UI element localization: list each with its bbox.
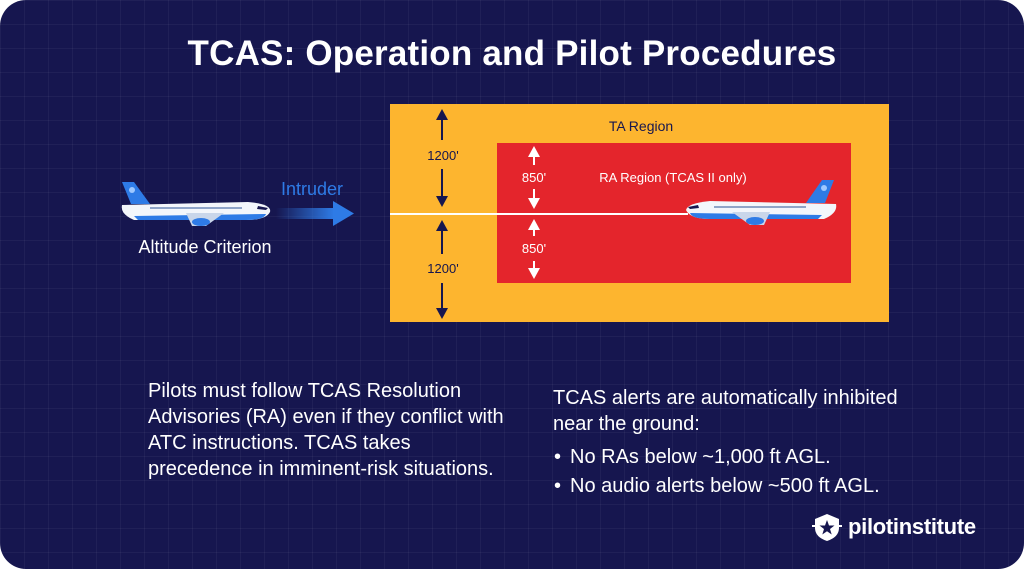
ra-upper-altitude-label: 850' bbox=[522, 170, 546, 185]
ta-region-label: TA Region bbox=[609, 118, 673, 134]
ta-upper-arrow bbox=[436, 109, 448, 207]
pilot-procedure-paragraph: Pilots must follow TCAS Resolution Advis… bbox=[148, 380, 504, 480]
inhibit-list: No RAs below ~1,000 ft AGL. No audio ale… bbox=[553, 443, 913, 501]
ra-upper-arrow bbox=[528, 146, 540, 209]
ta-lower-arrow bbox=[436, 220, 448, 319]
ta-lower-altitude-label: 1200' bbox=[427, 261, 458, 276]
ta-upper-altitude-label: 1200' bbox=[427, 148, 458, 163]
intruder-arrow bbox=[276, 201, 354, 226]
ground-inhibit-intro: TCAS alerts are automatically inhibited … bbox=[553, 387, 898, 435]
altitude-criterion-label: Altitude Criterion bbox=[138, 237, 271, 257]
intruder-aircraft-icon bbox=[121, 182, 271, 226]
ground-inhibit-section: TCAS alerts are automatically inhibited … bbox=[553, 385, 913, 501]
pilot-institute-logo: pilotinstitute bbox=[812, 512, 976, 542]
intruder-label: Intruder bbox=[281, 179, 343, 199]
own-aircraft-icon bbox=[686, 180, 837, 225]
ra-region-label: RA Region (TCAS II only) bbox=[599, 170, 746, 185]
inhibit-list-item: No RAs below ~1,000 ft AGL. bbox=[553, 443, 913, 472]
star-badge-icon bbox=[812, 514, 842, 541]
logo-text: pilotinstitute bbox=[848, 514, 976, 539]
ra-lower-arrow bbox=[528, 219, 540, 279]
page-title: TCAS: Operation and Pilot Procedures bbox=[187, 34, 837, 73]
inhibit-list-item: No audio alerts below ~500 ft AGL. bbox=[553, 472, 913, 501]
ra-lower-altitude-label: 850' bbox=[522, 241, 546, 256]
